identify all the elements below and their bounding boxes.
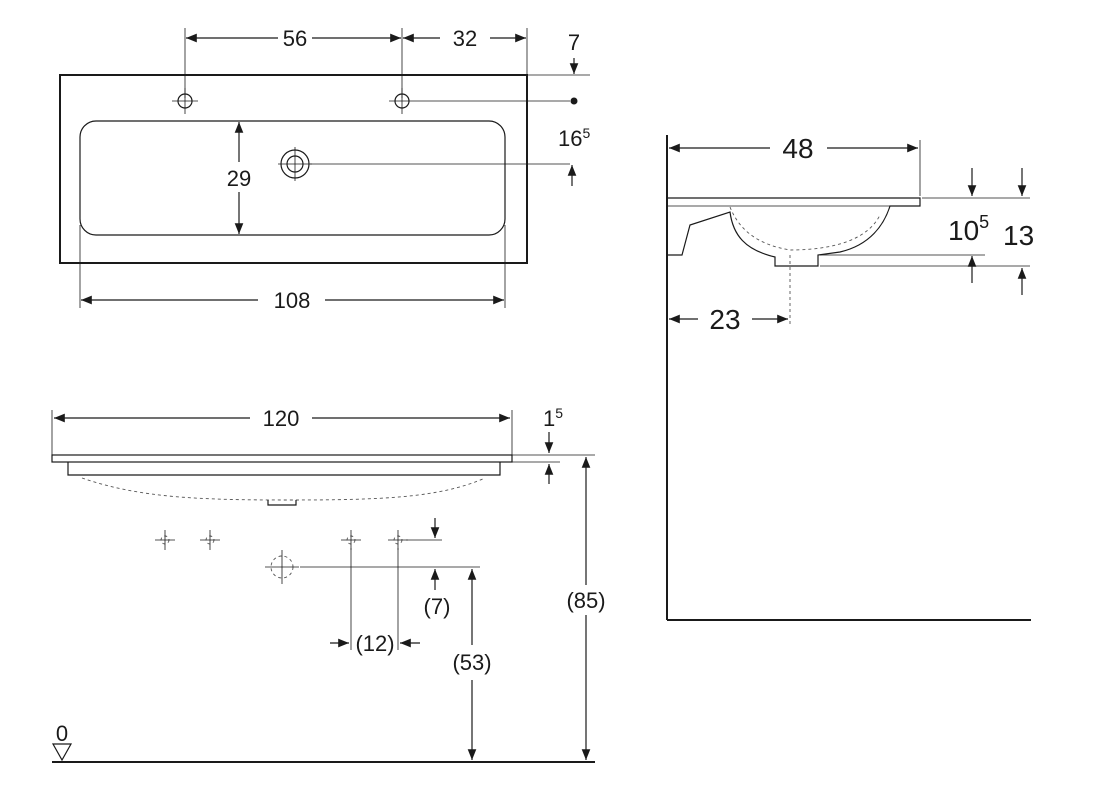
dim-tap-from-back: 7 [568, 30, 580, 55]
outlet-point-icon [265, 550, 299, 584]
mount-point-icon [200, 530, 220, 550]
dim-mount-spacing: (12) [355, 631, 394, 656]
basin-profile [667, 197, 921, 267]
dim-total-width: 120 [263, 406, 300, 431]
dim-basin-depth: 29 [227, 166, 251, 191]
dim-tap-edge: 32 [453, 26, 477, 51]
dim-drain-from-back: 165 [558, 125, 590, 151]
dim-outlet-height: (53) [452, 650, 491, 675]
basin-top [51, 454, 513, 463]
dim-mount-offset: (7) [424, 594, 451, 619]
dim-depth: 48 [782, 133, 813, 164]
basin-body [67, 462, 501, 476]
side-view: 48 23 105 13 [666, 133, 1034, 621]
floor-level-icon [51, 743, 73, 762]
dim-drain-from-wall: 23 [709, 304, 740, 335]
dim-rim-thickness: 15 [543, 405, 563, 431]
drain-icon [278, 147, 312, 181]
basin-bowl [79, 120, 506, 236]
tap-hole-right-icon [389, 88, 415, 114]
dim-total-height: 13 [1003, 220, 1034, 251]
front-view: 120 15 (7) (12) (53) (85) 0 [51, 405, 606, 763]
dim-basin-width: 108 [274, 288, 311, 313]
top-view: 56 32 7 165 29 108 [59, 26, 590, 313]
mount-point-icon [155, 530, 175, 550]
floor-level-label: 0 [56, 721, 68, 746]
dim-bowl-height: 105 [948, 212, 989, 246]
basin-outline [59, 74, 528, 264]
mount-point-icon [341, 530, 361, 550]
tap-hole-left-icon [172, 88, 198, 114]
dim-tap-spacing: 56 [283, 26, 307, 51]
dim-top-height: (85) [566, 588, 605, 613]
mount-point-icon [388, 530, 408, 550]
